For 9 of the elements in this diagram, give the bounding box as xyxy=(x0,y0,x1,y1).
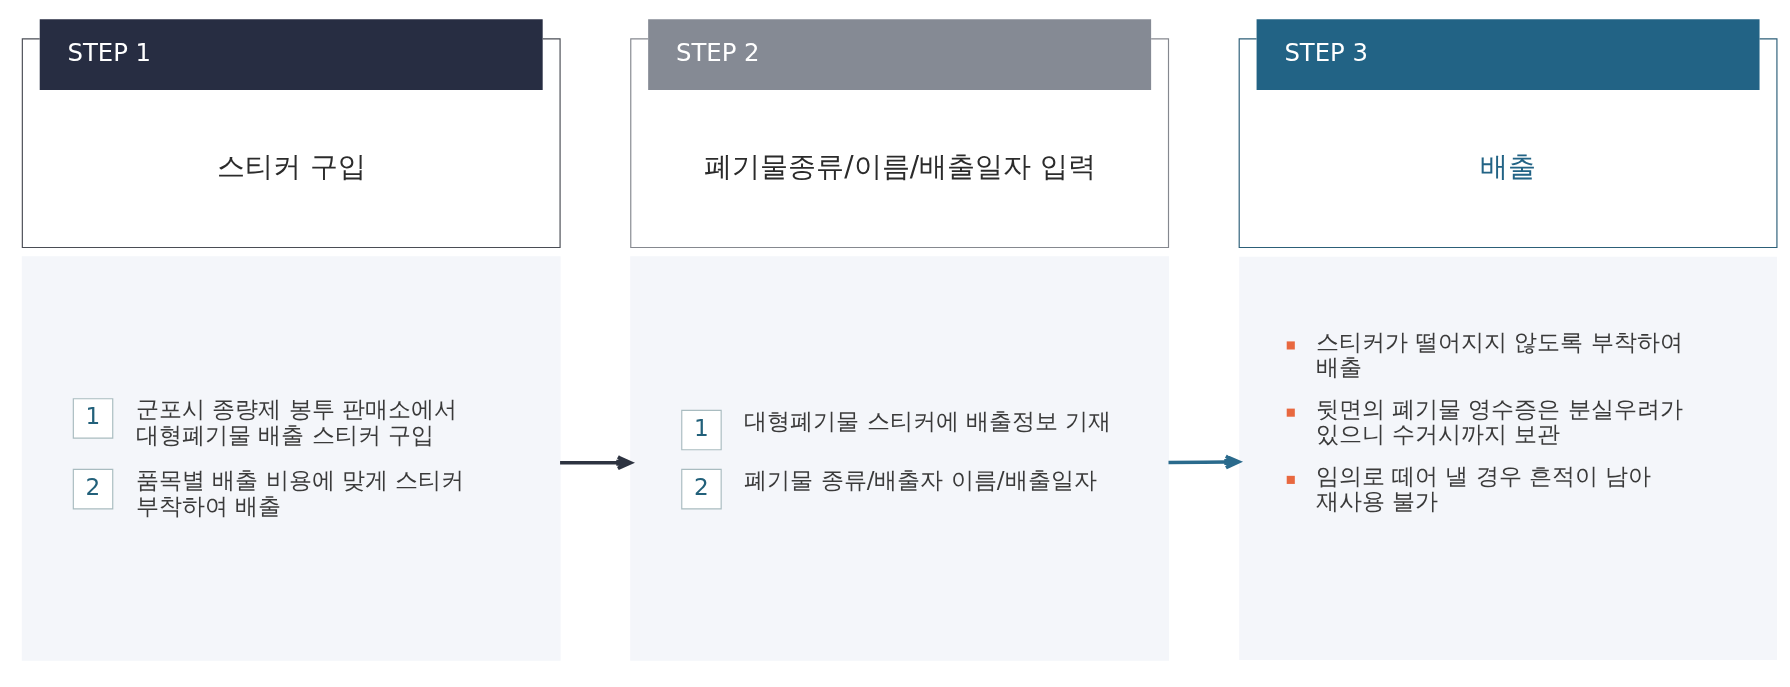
node-label: 폐기물 종류/배출자 이름/배출일자 xyxy=(744,465,1097,493)
arrow xyxy=(1168,454,1241,469)
node-label: 군포시 종량제 봉투 판매소에서 대형폐기물 배출 스티커 구입 xyxy=(135,394,458,448)
cluster xyxy=(630,255,1170,661)
node-label: 대형폐기물 스티커에 배출정보 기재 xyxy=(744,406,1112,434)
cluster xyxy=(21,255,561,661)
node-label: 품목별 배출 비용에 맞게 스티커 부착하여 배출 xyxy=(135,465,465,518)
node-box: 스티커가 떨어지지 않도록 부착하여 배출 뒷면의 폐기물 영수증은 분실우려가 있으니 수거시까지 보관 임의로 떼어 낼 경우 흔적이 남아 재사용 불가 xyxy=(1239,256,1777,660)
arrow xyxy=(560,454,633,470)
